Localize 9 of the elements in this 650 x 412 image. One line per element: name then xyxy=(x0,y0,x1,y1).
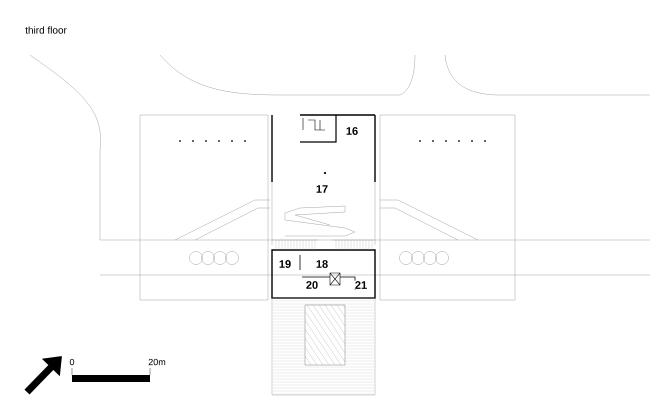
title: third floor xyxy=(25,26,67,34)
room-number: 18 xyxy=(315,260,329,268)
room-number: 19 xyxy=(278,260,292,268)
room-number: 16 xyxy=(345,126,359,136)
room-number: 21 xyxy=(354,280,368,290)
room-number: 17 xyxy=(315,184,329,194)
room-number: 20 xyxy=(305,280,319,290)
scale-label: 20m xyxy=(148,358,166,366)
scale-label: 0 xyxy=(69,358,75,366)
